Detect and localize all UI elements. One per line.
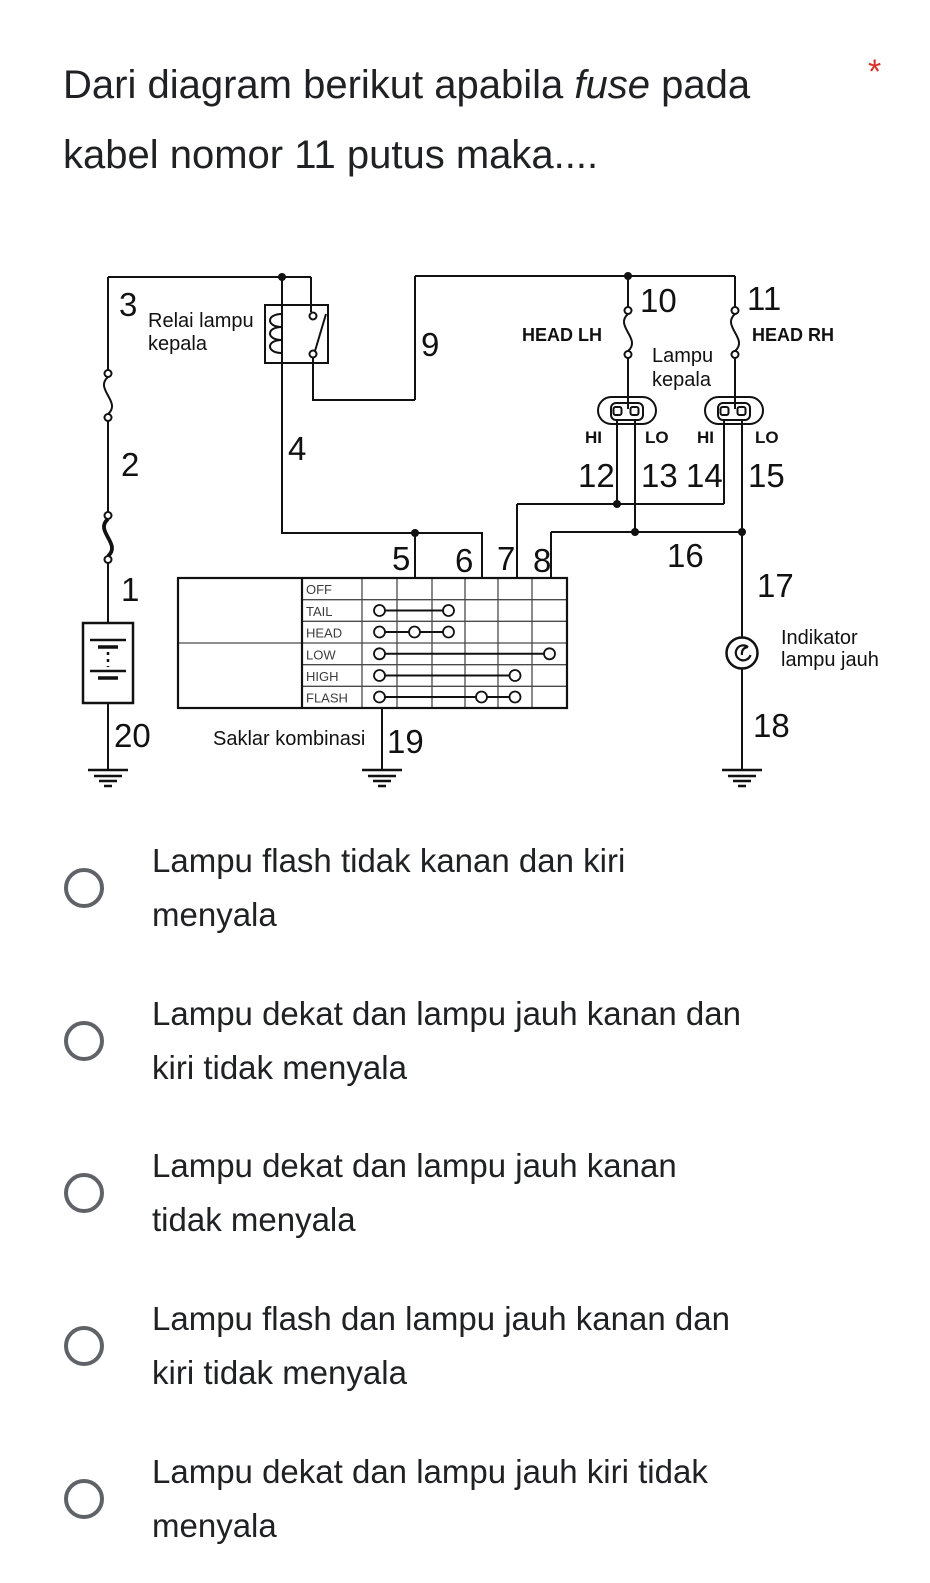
table-row-label: HEAD <box>306 626 342 641</box>
wire-11-label: 11 <box>747 280 781 317</box>
option-label-1: Lampu flash tidak kanan dan kiri menyala <box>152 842 626 933</box>
lamp-label: Lampu <box>652 345 713 367</box>
table-row-label: OFF <box>306 582 332 597</box>
wire-10-label: 10 <box>640 282 677 319</box>
relay-box <box>264 304 329 364</box>
option-label-3: Lampu dekat dan lampu jauh kanan tidak m… <box>152 1147 677 1238</box>
wire-4-label: 4 <box>288 430 306 467</box>
option-row-4[interactable]: Lampu flash dan lampu jauh kanan dan kir… <box>0 1290 930 1402</box>
hi-label-lh: HI <box>585 428 602 447</box>
option-row-2[interactable]: Lampu dekat dan lampu jauh kanan dan kir… <box>0 985 930 1097</box>
head-lamp-lh <box>597 396 657 425</box>
indicator-lamp <box>725 636 759 670</box>
question-line-2: kabel nomor 11 putus maka.... <box>63 133 599 177</box>
wiring <box>107 275 743 770</box>
wire-19-label: 19 <box>387 723 424 760</box>
head-lh-label: HEAD LH <box>522 325 602 345</box>
wire-15-label: 15 <box>748 457 785 494</box>
wire-20-label: 20 <box>114 717 151 754</box>
wire-5-label: 5 <box>392 540 410 577</box>
indicator-label: lampu jauh <box>781 649 879 671</box>
required-asterisk: * <box>868 53 882 91</box>
wire-9-label: 9 <box>421 326 439 363</box>
wire-3-label: 3 <box>119 286 137 323</box>
combination-switch-label: Saklar kombinasi <box>213 728 365 750</box>
wire-6-label: 6 <box>455 542 473 579</box>
radio-button-4[interactable] <box>64 1326 104 1366</box>
relay-label: kepala <box>148 333 208 355</box>
table-row-label: TAIL <box>306 604 333 619</box>
question-text: Dari diagram berikut apabila fuse pada k… <box>63 50 853 190</box>
relay-label: Relai lampu <box>148 310 254 332</box>
head-rh-label: HEAD RH <box>752 325 834 345</box>
fuse-italic: fuse <box>574 63 650 107</box>
radio-button-3[interactable] <box>64 1173 104 1213</box>
hi-label-rh: HI <box>697 428 714 447</box>
lamp-label: kepala <box>652 369 712 391</box>
wire-1-label: 1 <box>121 571 139 608</box>
wire-14-label: 14 <box>686 457 723 494</box>
option-row-5[interactable]: Lampu dekat dan lampu jauh kiri tidak me… <box>0 1443 930 1555</box>
wire-16-label: 16 <box>667 537 704 574</box>
component-labels: Relai lampu kepala HEAD LH HEAD RH Lampu… <box>148 310 879 750</box>
fuse-head-lh <box>622 306 634 359</box>
wire-12-label: 12 <box>578 457 615 494</box>
head-lamp-rh <box>704 396 764 425</box>
wire-18-label: 18 <box>753 707 790 744</box>
option-label-2: Lampu dekat dan lampu jauh kanan dan kir… <box>152 995 741 1086</box>
radio-button-2[interactable] <box>64 1021 104 1061</box>
fuse-head-rh <box>729 306 741 359</box>
option-row-3[interactable]: Lampu dekat dan lampu jauh kanan tidak m… <box>0 1137 930 1249</box>
radio-button-5[interactable] <box>64 1479 104 1519</box>
option-row-1[interactable]: Lampu flash tidak kanan dan kiri menyala <box>0 832 930 944</box>
battery-symbol <box>81 621 135 705</box>
table-row-label: HIGH <box>306 669 339 684</box>
fusible-link <box>102 510 114 565</box>
lo-label-lh: LO <box>645 428 669 447</box>
table-row-label: LOW <box>306 648 336 663</box>
switch-contacts <box>384 609 545 698</box>
wire-8-label: 8 <box>533 542 551 579</box>
table-row-label: FLASH <box>306 691 348 706</box>
circuit-diagram: OFF TAIL HEAD LOW HIGH FLASH 3 2 1 20 4 … <box>81 272 879 788</box>
option-label-5: Lampu dekat dan lampu jauh kiri tidak me… <box>152 1453 708 1544</box>
ground-switch <box>360 768 404 788</box>
lo-label-rh: LO <box>755 428 779 447</box>
wire-2-label: 2 <box>121 446 139 483</box>
junction-dots <box>278 272 746 537</box>
ground-indicator <box>720 768 764 788</box>
radio-button-1[interactable] <box>64 868 104 908</box>
wire-17-label: 17 <box>757 567 794 604</box>
fuse-left-upper <box>102 369 114 422</box>
question-line-1: Dari diagram berikut apabila fuse pada <box>63 63 751 107</box>
wire-7-label: 7 <box>497 540 515 577</box>
wire-number-labels: 3 2 1 20 4 9 10 11 12 13 14 15 5 6 7 8 1… <box>114 280 794 760</box>
switch-table: OFF TAIL HEAD LOW HIGH FLASH <box>176 576 569 710</box>
ground-battery <box>86 768 130 788</box>
option-label-4: Lampu flash dan lampu jauh kanan dan kir… <box>152 1300 730 1391</box>
wire-13-label: 13 <box>641 457 678 494</box>
indicator-label: Indikator <box>781 627 858 649</box>
